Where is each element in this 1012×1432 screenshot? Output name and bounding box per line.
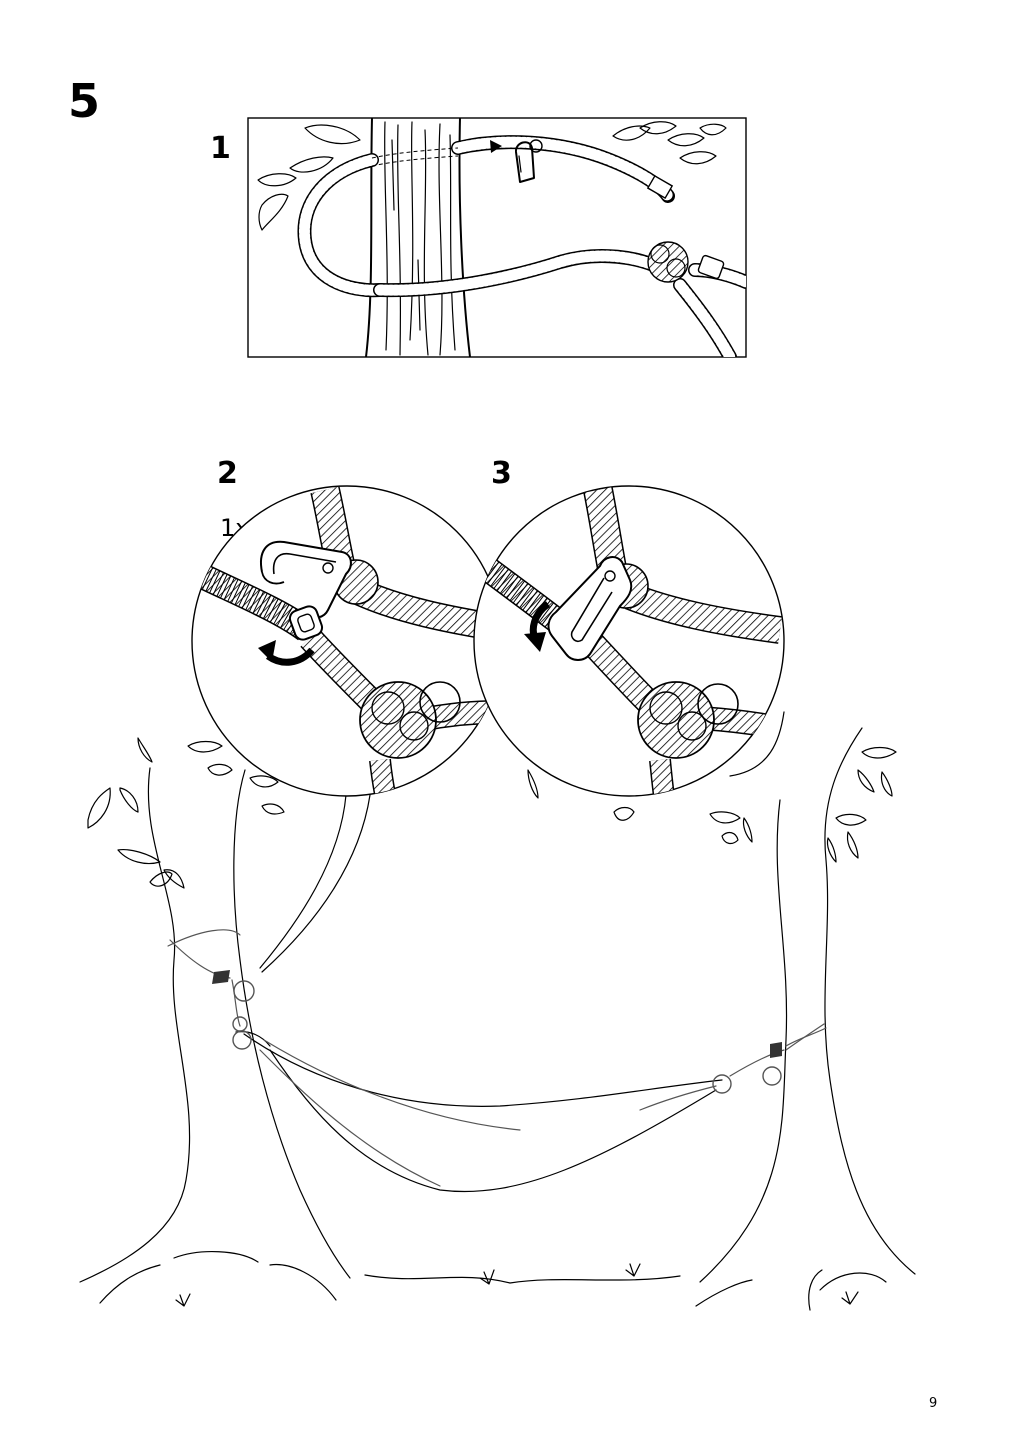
panel-1 [247,117,747,358]
leaf-icon [257,121,727,231]
knot-icon [637,681,739,759]
substep-3-label: 3 [491,456,512,491]
substep-2-label: 2 [217,456,238,491]
hammock-icon [167,929,827,1193]
page-number: 9 [929,1396,938,1411]
hook-clip-icon [260,540,352,641]
leaf-icon [87,737,897,889]
step-number: 5 [68,74,101,128]
hook-clip-icon [515,139,543,183]
substep-1-label: 1 [210,131,231,166]
knot-icon [359,681,461,759]
grass-icon [175,1263,859,1307]
hook-clip-icon [547,556,633,661]
rotate-arrow-icon [524,601,551,652]
scene [79,711,916,1311]
tree-trunk-icon [695,727,916,1311]
panel-3 [473,485,785,797]
panel-2 [191,485,503,797]
tree-trunk-icon [79,767,351,1304]
knot-icon [647,241,725,283]
rotate-arrow-icon [258,640,315,666]
